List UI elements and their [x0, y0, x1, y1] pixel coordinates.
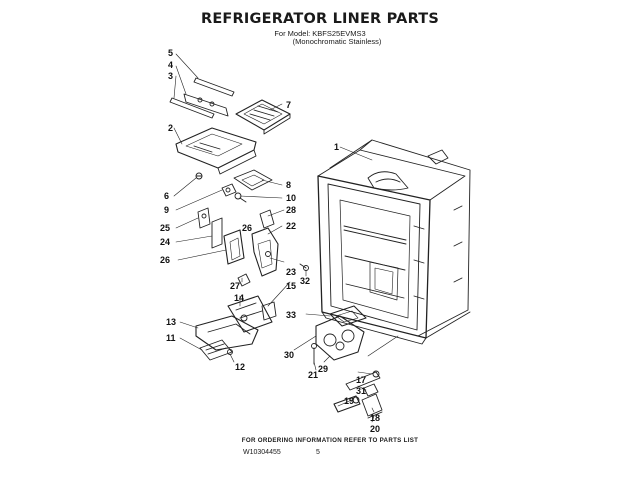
callout-15: 15	[286, 281, 296, 291]
part-15	[261, 301, 277, 321]
callout-7: 7	[286, 100, 291, 110]
valve-19	[333, 395, 361, 413]
tube-17	[345, 370, 381, 391]
variant-line: (Monochromatic Stainless)	[292, 37, 382, 46]
callout-26-left: 26	[160, 255, 170, 265]
bracket-8	[233, 169, 273, 191]
ordering-note: FOR ORDERING INFORMATION REFER TO PARTS …	[241, 437, 419, 444]
callout-13: 13	[166, 317, 176, 327]
callout-17: 17	[356, 375, 366, 385]
callout-14: 14	[234, 293, 244, 303]
fan-assembly-29	[315, 315, 365, 361]
callout-3: 3	[168, 71, 173, 81]
callout-6: 6	[164, 191, 169, 201]
callout-8: 8	[286, 180, 291, 190]
document-number: W10304455	[243, 449, 281, 456]
callout-labels: 5 4 3 7 2 1 8 6 9 10 28 25 24 22 26 26 2…	[160, 48, 380, 434]
leader-lines	[173, 53, 399, 423]
fastener-27	[237, 273, 251, 287]
cover-13	[195, 315, 259, 351]
callout-22: 22	[286, 221, 296, 231]
damper-26	[223, 229, 245, 265]
wire-20	[367, 411, 383, 419]
callout-10: 10	[286, 193, 296, 203]
callout-11: 11	[166, 333, 176, 343]
callout-20: 20	[370, 424, 380, 434]
screw-10	[234, 192, 247, 203]
bracket-14	[227, 295, 273, 333]
callout-27: 27	[230, 281, 240, 291]
refrigerator-liner	[317, 139, 471, 345]
callout-19: 19	[344, 396, 354, 406]
fitting-31	[363, 383, 379, 397]
callout-24: 24	[160, 237, 170, 247]
callout-23: 23	[286, 267, 296, 277]
callout-29: 29	[318, 364, 328, 374]
callout-25: 25	[160, 223, 170, 233]
callout-33: 33	[286, 310, 296, 320]
callout-5: 5	[168, 48, 173, 58]
model-line: For Model: KBFS25EVMS3	[274, 29, 366, 38]
screw-32	[299, 263, 309, 271]
light-assembly-top	[169, 77, 235, 119]
callout-28: 28	[286, 205, 296, 215]
callout-30: 30	[284, 350, 294, 360]
callout-21: 21	[308, 370, 318, 380]
duct-22	[251, 227, 279, 277]
callout-31: 31	[356, 386, 366, 396]
socket-9	[221, 183, 237, 197]
callout-9: 9	[164, 205, 169, 215]
filter-cover	[235, 99, 291, 135]
bracket-33	[329, 305, 367, 327]
page-number: 5	[316, 449, 320, 456]
grille-11	[199, 339, 233, 361]
callout-26-right: 26	[242, 223, 252, 233]
clip-25	[197, 207, 211, 229]
control-housing	[175, 127, 257, 175]
clip-24	[211, 217, 223, 249]
callout-1: 1	[334, 142, 339, 152]
callout-12: 12	[235, 362, 245, 372]
callout-32: 32	[300, 276, 310, 286]
page-title: REFRIGERATOR LINER PARTS	[200, 11, 440, 27]
bracket-18	[361, 393, 383, 417]
screw-21	[311, 343, 317, 365]
bracket-28	[259, 209, 275, 229]
callout-4: 4	[168, 60, 173, 70]
fastener-6	[195, 172, 203, 180]
callout-18: 18	[370, 413, 380, 423]
callout-2: 2	[168, 123, 173, 133]
